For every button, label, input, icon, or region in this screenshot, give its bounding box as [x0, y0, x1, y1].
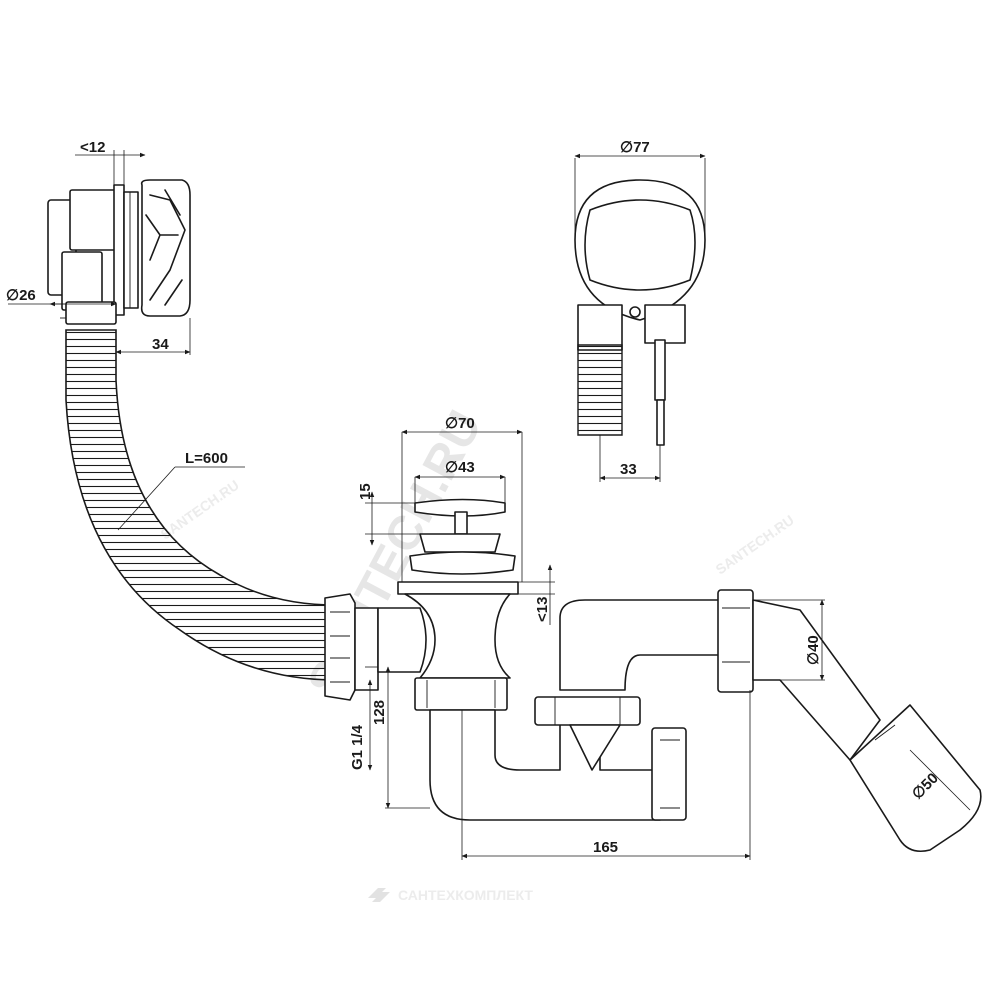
dim-hose-length: L=600 — [185, 450, 228, 467]
waste-body — [377, 498, 519, 711]
watermark-bottom: САНТЕХКОМПЛЕКТ — [368, 887, 533, 903]
dim-165: 165 — [593, 839, 618, 856]
dim-lt13: <13 — [534, 597, 551, 622]
svg-text:САНТЕХКОМПЛЕКТ: САНТЕХКОМПЛЕКТ — [398, 887, 533, 903]
hose-nut — [324, 593, 379, 701]
dim-d77: ∅77 — [620, 139, 650, 156]
dim-15: 15 — [357, 483, 374, 500]
dim-33: 33 — [620, 461, 637, 478]
dim-d26: ∅26 — [6, 287, 36, 304]
dim-d40: ∅40 — [805, 635, 822, 665]
svg-text:SANTECH.RU: SANTECH.RU — [713, 512, 797, 578]
overflow-front-view — [574, 179, 706, 446]
dim-thread: G1 1/4 — [349, 724, 366, 770]
overflow-head — [47, 179, 191, 325]
watermark-small-left: SANTECH.RU — [158, 477, 242, 543]
dim-34: 34 — [152, 336, 169, 353]
dim-d43: ∅43 — [445, 459, 475, 476]
dim-lt12: <12 — [80, 139, 105, 156]
dimension-lines — [8, 150, 971, 860]
dim-128: 128 — [371, 700, 388, 725]
svg-text:SANTECH.RU: SANTECH.RU — [158, 477, 242, 543]
watermark-small-right: SANTECH.RU — [713, 512, 797, 578]
siphon-trap — [429, 599, 721, 821]
dim-d70: ∅70 — [445, 415, 475, 432]
outlet-pipe — [717, 589, 982, 853]
